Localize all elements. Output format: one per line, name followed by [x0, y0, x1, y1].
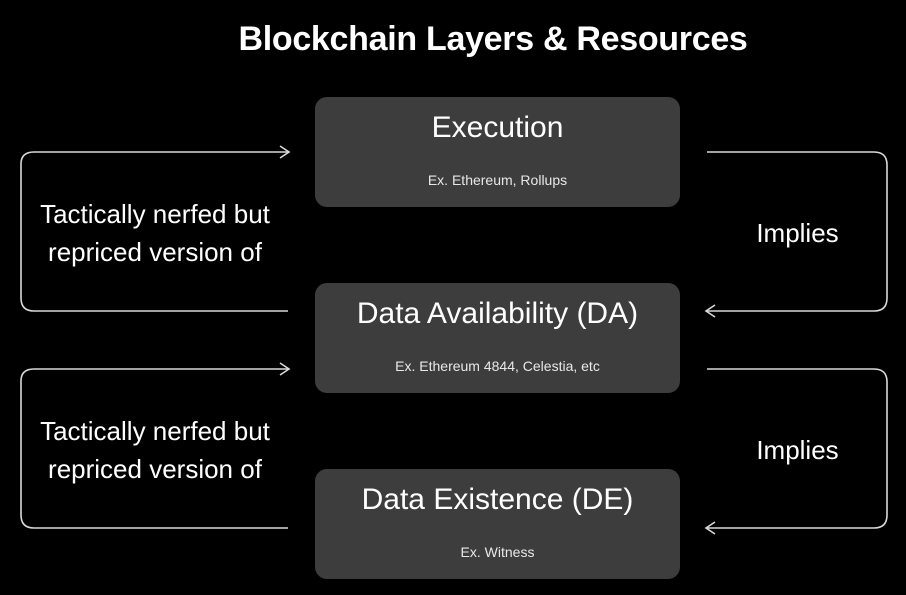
layer-example: Ex. Witness — [460, 544, 535, 560]
arrowhead-right-2 — [279, 362, 291, 376]
layer-box-data-availability: Data Availability (DA) Ex. Ethereum 4844… — [315, 283, 680, 393]
left-relation-label-1: Tactically nerfed but repriced version o… — [25, 195, 285, 271]
layer-box-execution: Execution Ex. Ethereum, Rollups — [315, 97, 680, 207]
relation-line: Tactically nerfed but — [40, 199, 270, 229]
layer-name: Data Availability (DA) — [356, 297, 639, 330]
layer-name: Data Existence (DE) — [361, 483, 634, 516]
left-connector-2 — [20, 368, 288, 529]
page-title: Blockchain Layers & Resources — [238, 20, 748, 58]
arrowhead-right-1 — [279, 145, 291, 159]
layer-name: Execution — [431, 111, 564, 144]
right-relation-label-2: Implies — [756, 435, 839, 465]
right-connector-1 — [707, 151, 888, 312]
right-relation-label-1: Implies — [756, 218, 839, 248]
arrowhead-left-2 — [704, 521, 716, 535]
relation-line: Tactically nerfed but — [40, 416, 270, 446]
arrowhead-left-1 — [704, 304, 716, 318]
left-relation-label-2: Tactically nerfed but repriced version o… — [25, 412, 285, 488]
right-connector-2 — [707, 368, 888, 529]
layer-example: Ex. Ethereum 4844, Celestia, etc — [395, 358, 600, 374]
layer-example: Ex. Ethereum, Rollups — [427, 172, 568, 188]
relation-line: repriced version of — [48, 454, 262, 484]
relation-line: repriced version of — [48, 237, 262, 267]
left-connector-1 — [20, 151, 288, 312]
layer-box-data-existence: Data Existence (DE) Ex. Witness — [315, 469, 680, 579]
